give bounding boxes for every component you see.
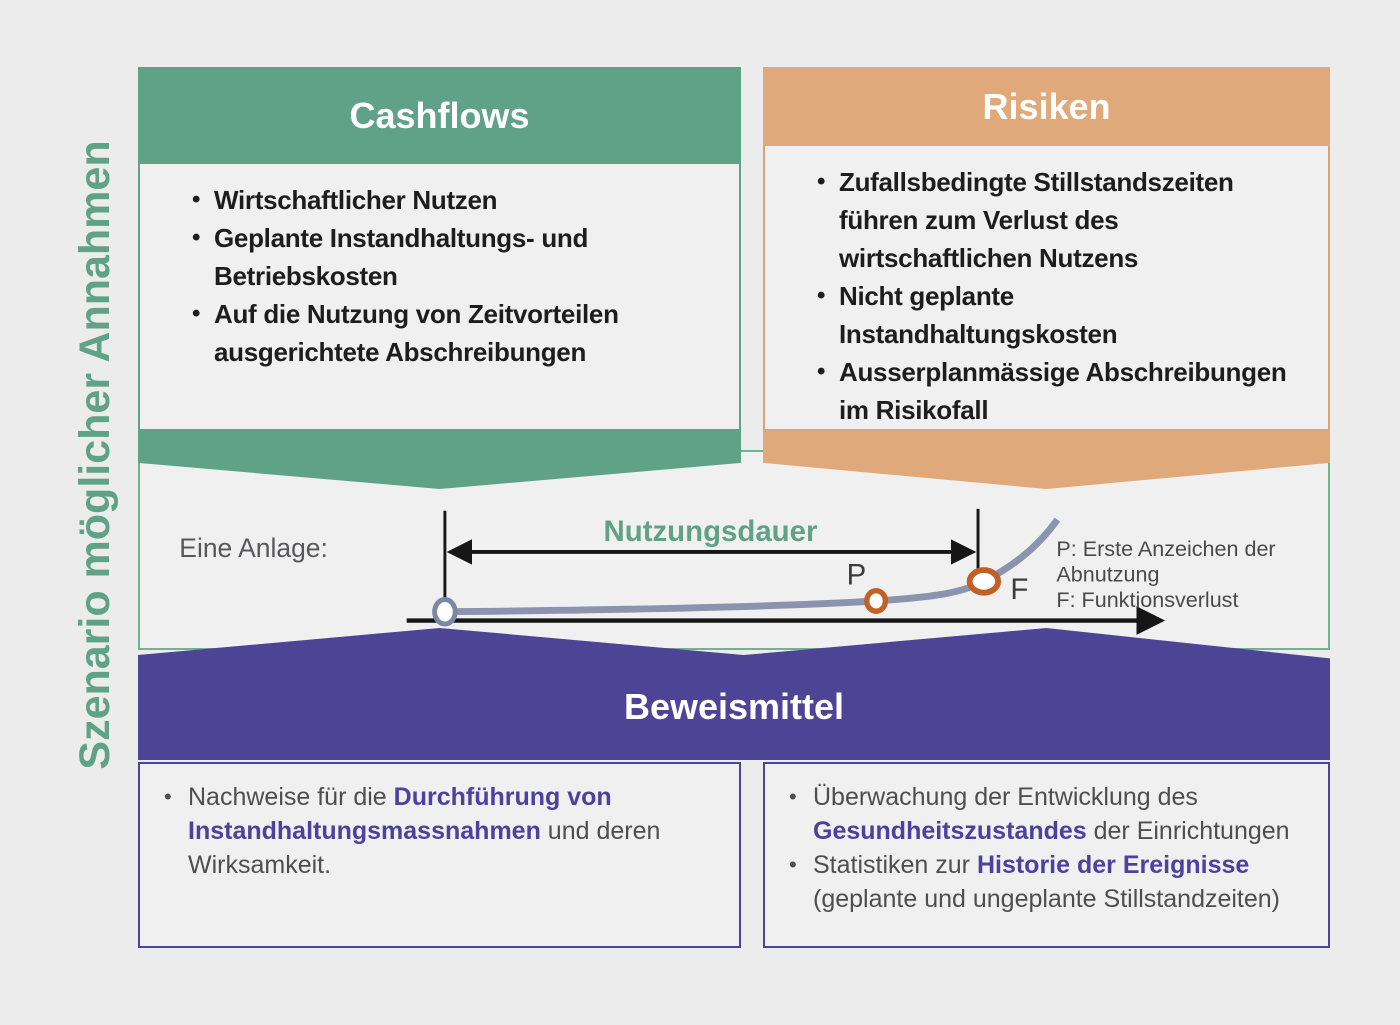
cashflows-body: Wirtschaftlicher NutzenGeplante Instandh…: [138, 164, 741, 431]
cashflows-title: Cashflows: [349, 94, 530, 136]
nutzungsdauer-label: Nutzungsdauer: [604, 515, 818, 548]
start-point: [432, 597, 458, 627]
bullet-item: Wirtschaftlicher Nutzen: [192, 181, 729, 219]
cashflows-bullet-list: Wirtschaftlicher NutzenGeplante Instandh…: [140, 164, 739, 371]
lifecycle-diagram: Eine Anlage: Nutzungsdauer P F P: Erste …: [138, 450, 1330, 650]
bullet-item: Nachweise für die Durchführung von Insta…: [164, 780, 725, 882]
legend-line-3: F: Funktionsverlust: [1056, 587, 1238, 612]
bullet-item: Zufallsbedingte Stillstandszeiten führen…: [817, 163, 1318, 277]
cashflows-header: Cashflows: [138, 67, 741, 164]
beweismittel-right-bullets: Überwachung der Entwicklung des Gesundhe…: [765, 764, 1328, 916]
beweismittel-left-bullets: Nachweise für die Durchführung von Insta…: [140, 764, 739, 882]
risiken-body: Zufallsbedingte Stillstandszeiten führen…: [763, 146, 1330, 431]
risiken-bullet-list: Zufallsbedingte Stillstandszeiten führen…: [765, 146, 1328, 429]
bullet-item: Ausserplanmässige Abschreibungen im Risi…: [817, 353, 1318, 429]
asset-label: Eine Anlage:: [179, 533, 328, 563]
bullet-item: Nicht geplante Instandhaltungskosten: [817, 277, 1318, 353]
bullet-item: Überwachung der Entwicklung des Gesundhe…: [789, 780, 1314, 848]
side-title: Szenario möglicher Annahmen: [70, 140, 119, 770]
lifecycle-diagram-svg: Eine Anlage: Nutzungsdauer P F P: Erste …: [179, 508, 1276, 635]
f-point: [966, 567, 1002, 596]
beweismittel-right-box: Überwachung der Entwicklung des Gesundhe…: [763, 762, 1330, 948]
f-label: F: [1010, 573, 1028, 606]
p-point: [864, 587, 889, 614]
cashflows-box: Cashflows Wirtschaftlicher NutzenGeplant…: [138, 67, 741, 431]
bullet-item: Statistiken zur Historie der Ereignisse …: [789, 848, 1314, 916]
risiken-box: Risiken Zufallsbedingte Stillstandszeite…: [763, 67, 1330, 431]
risiken-title: Risiken: [982, 85, 1111, 127]
legend-line-2: Abnutzung: [1056, 561, 1159, 586]
beweismittel-title: Beweismittel: [623, 686, 845, 727]
beweismittel-left-box: Nachweise für die Durchführung von Insta…: [138, 762, 741, 948]
risiken-header: Risiken: [763, 67, 1330, 146]
bullet-item: Auf die Nutzung von Zeitvorteilen ausger…: [192, 295, 729, 371]
bullet-item: Geplante Instandhaltungs- und Betriebsko…: [192, 219, 729, 295]
p-label: P: [847, 558, 867, 591]
legend-line-1: P: Erste Anzeichen der: [1056, 536, 1275, 561]
